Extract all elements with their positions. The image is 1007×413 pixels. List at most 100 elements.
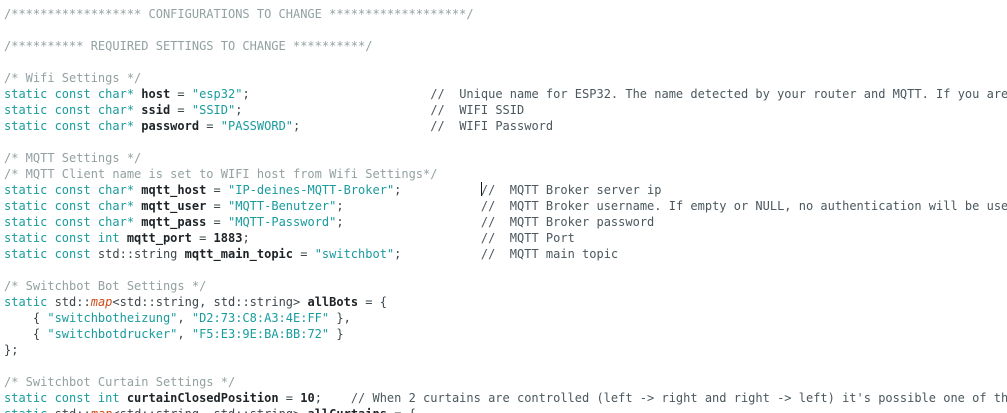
code-line[interactable]: /* Wifi Settings */ xyxy=(4,70,1007,86)
code-line[interactable] xyxy=(4,134,1007,150)
code-token-k: static const char* xyxy=(4,215,135,229)
code-token-d: = xyxy=(206,183,228,197)
code-token-d: = xyxy=(170,87,192,101)
code-token-t: map xyxy=(91,407,113,413)
code-token-b: mqtt_host xyxy=(141,183,207,197)
code-token-d: } xyxy=(329,327,344,341)
code-token-n: 10 xyxy=(300,391,315,405)
code-line[interactable]: static std::map<std::string, std::string… xyxy=(4,406,1007,413)
code-token-d: = xyxy=(170,103,192,117)
code-line[interactable]: }; xyxy=(4,342,1007,358)
code-token-d: { xyxy=(4,311,48,325)
code-token-lc: // MQTT Broker password xyxy=(480,215,655,229)
code-token-d: { xyxy=(4,327,48,341)
code-token-k: static const char* xyxy=(4,103,135,117)
code-token-d xyxy=(120,391,127,405)
code-token-d: ; xyxy=(242,231,481,245)
code-token-k: static const char* xyxy=(4,87,135,101)
code-token-d: ; xyxy=(235,103,431,117)
code-line[interactable]: static const std::string mqtt_main_topic… xyxy=(4,246,1007,262)
code-line[interactable] xyxy=(4,262,1007,278)
code-token-c: /****************** CONFIGURATIONS TO CH… xyxy=(4,7,474,21)
code-token-s: "PASSWORD" xyxy=(220,119,294,133)
code-token-k: static const char* xyxy=(4,199,135,213)
code-line[interactable]: /* Switchbot Curtain Settings */ xyxy=(4,374,1007,390)
code-token-lc: // WIFI Password xyxy=(430,119,554,133)
code-token-d: = { xyxy=(358,295,387,309)
code-line[interactable]: static const char* password = "PASSWORD"… xyxy=(4,118,1007,134)
code-token-d: = { xyxy=(387,407,416,413)
code-token-b: ssid xyxy=(141,103,171,117)
code-token-d: , xyxy=(177,327,192,341)
code-token-s: "switchbotdrucker" xyxy=(47,327,178,341)
code-token-s: "switchbot" xyxy=(314,247,395,261)
code-token-c: /* Wifi Settings */ xyxy=(4,71,142,85)
code-token-lc: // MQTT Broker username. If empty or NUL… xyxy=(480,199,1007,213)
code-line[interactable]: /********** REQUIRED SETTINGS TO CHANGE … xyxy=(4,38,1007,54)
code-line[interactable]: static const char* ssid = "SSID"; // WIF… xyxy=(4,102,1007,118)
code-token-lc: // Unique name for ESP32. The name detec… xyxy=(430,87,1007,101)
code-line[interactable]: { "switchbotdrucker", "F5:E3:9E:BA:BB:72… xyxy=(4,326,1007,342)
code-token-c: /* MQTT Settings */ xyxy=(4,151,142,165)
code-line[interactable]: /* Switchbot Bot Settings */ xyxy=(4,278,1007,294)
code-token-n: 1883 xyxy=(213,231,243,245)
code-token-d: = xyxy=(206,215,228,229)
code-token-d: ; xyxy=(242,87,431,101)
code-token-lc: // MQTT Port xyxy=(480,231,575,245)
code-line[interactable] xyxy=(4,54,1007,70)
code-token-d: ; xyxy=(394,247,481,261)
code-token-k: static xyxy=(4,295,48,309)
code-token-k: static const char* xyxy=(4,183,135,197)
code-token-s: "IP-deines-MQTT-Broker" xyxy=(228,183,395,197)
code-token-d: std::string xyxy=(90,247,185,261)
code-token-s: "MQTT-Password" xyxy=(228,215,337,229)
code-line[interactable] xyxy=(4,358,1007,374)
code-token-d: = xyxy=(206,199,228,213)
code-token-d: std:: xyxy=(47,407,91,413)
code-token-s: "MQTT-Benutzer" xyxy=(228,199,337,213)
code-token-b: mqtt_pass xyxy=(141,215,207,229)
code-token-lc: // WIFI SSID xyxy=(430,103,525,117)
code-token-d: = xyxy=(199,119,221,133)
code-token-d: = xyxy=(191,231,214,245)
code-token-b: mqtt_user xyxy=(141,199,207,213)
code-token-d: ; xyxy=(336,215,481,229)
code-line[interactable]: static const int curtainClosedPosition =… xyxy=(4,390,1007,406)
code-token-d: ; xyxy=(314,391,351,405)
code-token-k: static const int xyxy=(4,391,120,405)
code-token-d: <std::string, std::string> xyxy=(112,295,308,309)
code-token-d: ; xyxy=(336,199,481,213)
code-token-d: = xyxy=(293,247,315,261)
code-token-b: mqtt_main_topic xyxy=(184,247,293,261)
code-line[interactable]: static const char* mqtt_user = "MQTT-Ben… xyxy=(4,198,1007,214)
text-cursor xyxy=(480,182,483,196)
code-line[interactable]: static const int mqtt_port = 1883; // MQ… xyxy=(4,230,1007,246)
code-line[interactable]: static const char* mqtt_pass = "MQTT-Pas… xyxy=(4,214,1007,230)
code-token-s: "D2:73:C8:A3:4E:FF" xyxy=(191,311,330,325)
code-line[interactable]: /* MQTT Settings */ xyxy=(4,150,1007,166)
code-token-b: host xyxy=(141,87,171,101)
code-line[interactable]: /****************** CONFIGURATIONS TO CH… xyxy=(4,6,1007,22)
code-token-lc: // MQTT Broker server ip xyxy=(480,183,662,197)
code-line[interactable]: /* MQTT Client name is set to WIFI host … xyxy=(4,166,1007,182)
code-line[interactable]: static std::map<std::string, std::string… xyxy=(4,294,1007,310)
code-token-s: "F5:E3:9E:BA:BB:72" xyxy=(191,327,330,341)
code-token-b: allBots xyxy=(307,295,359,309)
code-token-d: = xyxy=(278,391,301,405)
code-token-b: password xyxy=(141,119,200,133)
code-line[interactable]: static const char* mqtt_host = "IP-deine… xyxy=(4,182,1007,198)
code-token-c: /* Switchbot Curtain Settings */ xyxy=(4,375,236,389)
code-line[interactable] xyxy=(4,22,1007,38)
code-token-d: ; xyxy=(394,183,481,197)
code-token-d: }; xyxy=(4,343,19,357)
code-token-d: }, xyxy=(329,311,351,325)
code-token-d: , xyxy=(177,311,192,325)
code-token-b: allCurtains xyxy=(307,407,386,413)
code-token-s: "esp32" xyxy=(191,87,243,101)
code-token-d xyxy=(120,231,127,245)
code-line[interactable]: { "switchbotheizung", "D2:73:C8:A3:4E:FF… xyxy=(4,310,1007,326)
code-token-s: "switchbotheizung" xyxy=(47,311,178,325)
code-line[interactable]: static const char* host = "esp32"; // Un… xyxy=(4,86,1007,102)
code-token-k: static const char* xyxy=(4,119,135,133)
